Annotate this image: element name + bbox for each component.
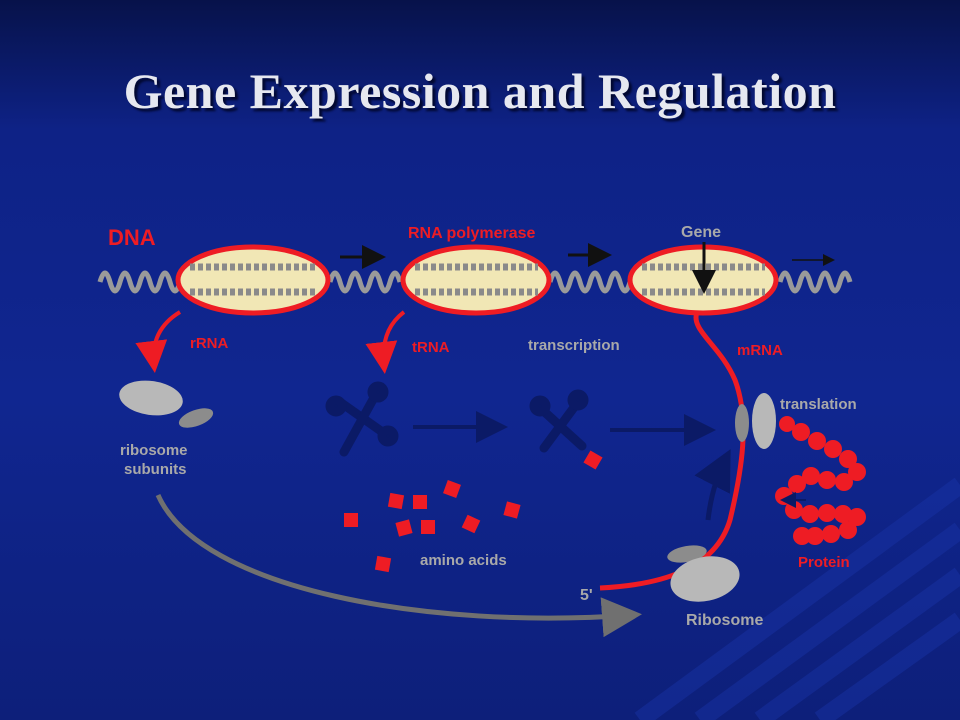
translating-ribosome-large [752,393,776,449]
label-rrna: rRNA [190,335,229,352]
dna-strand [97,270,853,294]
rrna-path [135,310,182,373]
label-dna: DNA [108,225,156,250]
label-trna: tRNA [412,339,450,356]
label-mrna: mRNA [737,342,783,359]
trna-path [365,310,406,374]
ribosome-small-subunit [178,408,214,428]
ribosome-assembled-small [667,545,707,563]
dna-region-1 [175,244,331,316]
label-protein: Protein [798,554,850,571]
label-gene: Gene [681,224,721,241]
translating-ribosome-small [735,404,749,442]
label-amino-acids: amino acids [420,552,507,569]
label-ribosome-subunits-line1: ribosome [120,442,188,459]
label-ribosome: Ribosome [686,612,763,629]
dna-region-2 [400,244,552,316]
label-translation: translation [780,396,857,413]
trna-molecule-empty [325,381,399,457]
amino-acids-group [344,480,521,573]
label-ribosome-subunits-line2: subunits [124,461,187,478]
slide-title: Gene Expression and Regulation [123,63,837,119]
label-five-prime: 5' [580,587,593,604]
ribosome-assembled-large [670,556,740,602]
trna-molecule-charged [529,389,589,453]
label-rna-polymerase: RNA polymerase [408,225,536,242]
mrna-strand [599,311,746,591]
label-transcription: transcription [528,337,620,354]
ribosome-to-translation-arrow [694,449,731,521]
ribosome-large-subunit [119,380,183,416]
amino-acid-attached [583,450,603,470]
protein-chain [775,416,866,545]
subunit-recycle-arrow [155,493,642,638]
